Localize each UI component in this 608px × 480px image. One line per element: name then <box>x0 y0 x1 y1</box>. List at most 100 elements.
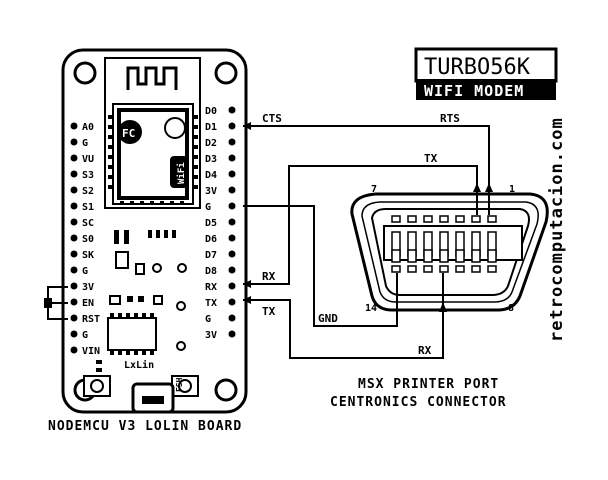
left-pin-label: S2 <box>82 186 94 197</box>
connector-contact-bottom <box>423 249 433 263</box>
pin-dot-icon <box>228 138 236 146</box>
pin-dot-icon <box>70 154 78 162</box>
wire-rx-tx <box>243 273 444 359</box>
connector-caption-line1: MSX PRINTER PORT <box>358 377 499 392</box>
antenna-trace <box>126 66 178 90</box>
left-pin-label: S3 <box>82 170 94 181</box>
pin-dot-icon <box>228 122 236 130</box>
pin-dot-icon <box>228 282 236 290</box>
pin-7-label: 7 <box>371 184 377 195</box>
website-text: retrocomputacion.com <box>547 117 567 342</box>
pin-dot-icon <box>70 186 78 194</box>
arrow-rts-icon <box>485 183 493 192</box>
right-pin-label: G <box>205 314 211 325</box>
left-pin-label: RST <box>82 314 100 325</box>
chip-label: LxLin <box>124 359 154 371</box>
right-pin-label: D0 <box>205 106 217 117</box>
connector-pin-top <box>471 215 481 223</box>
pin-dot-icon <box>70 218 78 226</box>
wire-tx-rx <box>243 165 478 285</box>
wire-gnd <box>243 205 398 327</box>
left-pin-label: 3V <box>82 282 94 293</box>
connector-pin-bottom <box>407 265 417 273</box>
left-pin-label: VU <box>82 154 94 165</box>
mounting-hole <box>73 61 97 85</box>
connector-pin-top <box>407 215 417 223</box>
pin-dot-icon <box>228 298 236 306</box>
fcc-mark: FC <box>122 127 135 140</box>
pin-dot-icon <box>70 346 78 354</box>
left-pin-label: S0 <box>82 234 94 245</box>
badge-subtitle: WIFI MODEM <box>424 82 524 100</box>
connector-pin-bottom <box>423 265 433 273</box>
pin-dot-icon <box>228 250 236 258</box>
signal-rts: RTS <box>440 112 460 125</box>
connector-contact-bottom <box>455 249 465 263</box>
left-pin-label: A0 <box>82 122 94 133</box>
pin-14-label: 14 <box>365 303 377 314</box>
connector-pin-top <box>439 215 449 223</box>
board-components <box>96 230 187 372</box>
pin-dot-icon <box>228 202 236 210</box>
arrow-cts-icon <box>243 122 251 130</box>
left-pin-label: EN <box>82 298 94 309</box>
connector-pin-top <box>455 215 465 223</box>
connector-caption-line2: CENTRONICS CONNECTOR <box>330 395 507 410</box>
pin-dot-icon <box>228 106 236 114</box>
left-pin-label: SK <box>82 250 94 261</box>
connector-pin-bottom <box>487 265 497 273</box>
pin-dot-icon <box>70 138 78 146</box>
wifi-logo-icon <box>170 156 188 188</box>
connector-contact-bottom <box>487 249 497 263</box>
flash-label: FSH <box>175 377 184 392</box>
left-pin-label: G <box>82 266 88 277</box>
micro-usb-port <box>131 382 175 414</box>
right-pin-label: D2 <box>205 138 217 149</box>
centronics-connector <box>350 192 549 312</box>
pin-dot-icon <box>70 298 78 306</box>
connector-pin-bottom <box>391 265 401 273</box>
arrow-rx-pin-icon <box>439 302 447 312</box>
right-pin-label: G <box>205 202 211 213</box>
connector-contact-bottom <box>439 249 449 263</box>
right-pin-label: D8 <box>205 266 217 277</box>
badge-title: TURBO56K <box>424 55 531 80</box>
pin-dot-icon <box>70 330 78 338</box>
esp-module: FC WiFi <box>104 57 201 209</box>
turbo56k-badge: TURBO56K WIFI MODEM <box>414 47 558 100</box>
pin-dot-icon <box>70 234 78 242</box>
connector-pin-top <box>423 215 433 223</box>
pin-dot-icon <box>70 170 78 178</box>
pin-dot-icon <box>70 266 78 274</box>
signal-rx-left: RX <box>262 270 276 283</box>
connector-contact-bottom <box>471 249 481 263</box>
connector-contact-bottom <box>391 249 401 263</box>
arrow-rx-board-icon <box>243 280 251 288</box>
nodemcu-board: FC WiFi <box>44 48 248 414</box>
usb-serial-chip <box>107 313 157 355</box>
arrow-heads <box>243 122 493 312</box>
rst-button[interactable] <box>83 375 111 397</box>
right-pin-label: RX <box>205 282 217 293</box>
connector-pin-top <box>391 215 401 223</box>
wires <box>243 125 490 359</box>
connector-pin-bottom <box>439 265 449 273</box>
left-pin-label: G <box>82 138 88 149</box>
mounting-hole <box>214 378 238 402</box>
right-pin-label: D6 <box>205 234 217 245</box>
right-pin-label: 3V <box>205 186 217 197</box>
jumper-dot <box>44 298 52 308</box>
pin-dot-icon <box>228 314 236 322</box>
right-pin-label: D4 <box>205 170 217 181</box>
arrow-tx-board-icon <box>243 296 251 304</box>
module-pads <box>108 115 198 205</box>
pin-dot-icon <box>70 250 78 258</box>
flash-button[interactable] <box>171 375 199 397</box>
signal-tx-left: TX <box>262 305 276 318</box>
pin-dot-icon <box>70 202 78 210</box>
signal-rx-bottom: RX <box>418 344 432 357</box>
connector-pin-top <box>487 215 497 223</box>
signal-tx-top: TX <box>424 152 438 165</box>
